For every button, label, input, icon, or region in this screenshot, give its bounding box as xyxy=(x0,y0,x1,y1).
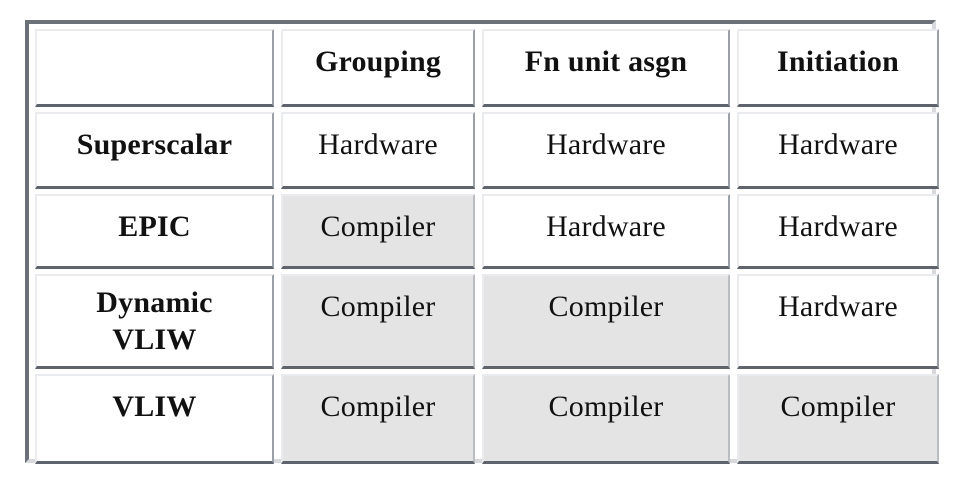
data-cell-superscalar-initiation: Hardware xyxy=(737,112,939,189)
data-cell-dynamic-vliw-fn-unit-asgn: Compiler xyxy=(482,274,730,369)
data-cell-container: Compiler xyxy=(479,272,734,372)
header-cell-grouping-container: Grouping xyxy=(278,27,479,110)
data-cell-value: Compiler xyxy=(320,290,436,323)
column-header-label: Fn unit asgn xyxy=(524,45,688,78)
table-row: Superscalar Hardware Hardware xyxy=(32,110,943,192)
data-cell-epic-fn-unit-asgn: Hardware xyxy=(482,194,730,269)
data-cell-value: Hardware xyxy=(546,210,666,243)
comparison-table-frame: Grouping Fn unit asgn Initiation xyxy=(25,20,939,464)
data-cell-value: Hardware xyxy=(318,128,438,161)
table-header-row: Grouping Fn unit asgn Initiation xyxy=(32,27,943,110)
comparison-table-inner: Grouping Fn unit asgn Initiation xyxy=(32,27,939,464)
table-row: EPIC Compiler Hardware xyxy=(32,192,943,272)
data-cell-value: Compiler xyxy=(548,390,664,423)
data-cell-value: Compiler xyxy=(548,290,664,323)
header-cell-initiation: Initiation xyxy=(737,29,939,107)
row-header-vliw-container: VLIW xyxy=(32,372,278,467)
row-header-label: VLIW xyxy=(112,390,197,423)
data-cell-dynamic-vliw-initiation: Hardware xyxy=(737,274,939,369)
data-cell-container: Hardware xyxy=(734,110,943,192)
data-cell-value: Hardware xyxy=(778,210,898,243)
corner-label xyxy=(37,31,272,44)
header-cell-grouping: Grouping xyxy=(281,29,475,107)
data-cell-vliw-initiation: Compiler xyxy=(737,374,939,464)
column-header-label: Grouping xyxy=(314,45,442,78)
data-cell-vliw-fn-unit-asgn: Compiler xyxy=(482,374,730,464)
data-cell-container: Hardware xyxy=(479,192,734,272)
data-cell-value: Compiler xyxy=(320,390,436,423)
data-cell-dynamic-vliw-grouping: Compiler xyxy=(281,274,475,369)
data-cell-epic-initiation: Hardware xyxy=(737,194,939,269)
data-cell-superscalar-grouping: Hardware xyxy=(281,112,475,189)
data-cell-container: Compiler xyxy=(278,372,479,467)
data-cell-container: Compiler xyxy=(278,272,479,372)
row-header-label-line1: Dynamic xyxy=(96,286,213,319)
data-cell-container: Hardware xyxy=(734,272,943,372)
table-row: VLIW Compiler Compiler xyxy=(32,372,943,467)
data-cell-container: Hardware xyxy=(278,110,479,192)
data-cell-value: Hardware xyxy=(778,290,898,323)
data-cell-value: Compiler xyxy=(780,390,896,423)
data-cell-container: Compiler xyxy=(479,372,734,467)
corner-cell-container xyxy=(32,27,278,110)
data-cell-container: Compiler xyxy=(278,192,479,272)
data-cell-container: Hardware xyxy=(479,110,734,192)
row-header-superscalar: Superscalar xyxy=(35,112,274,189)
row-header-epic: EPIC xyxy=(35,194,274,269)
row-header-vliw: VLIW xyxy=(35,374,274,464)
header-cell-initiation-container: Initiation xyxy=(734,27,943,110)
data-cell-superscalar-fn-unit-asgn: Hardware xyxy=(482,112,730,189)
corner-cell xyxy=(35,29,274,107)
data-cell-vliw-grouping: Compiler xyxy=(281,374,475,464)
data-cell-value: Compiler xyxy=(320,210,436,243)
row-header-epic-container: EPIC xyxy=(32,192,278,272)
data-cell-value: Hardware xyxy=(778,128,898,161)
row-header-label: EPIC xyxy=(118,210,191,243)
row-header-superscalar-container: Superscalar xyxy=(32,110,278,192)
data-cell-container: Hardware xyxy=(734,192,943,272)
comparison-table: Grouping Fn unit asgn Initiation xyxy=(32,27,943,467)
data-cell-container: Compiler xyxy=(734,372,943,467)
header-cell-fn-unit-asgn: Fn unit asgn xyxy=(482,29,730,107)
data-cell-epic-grouping: Compiler xyxy=(281,194,475,269)
column-header-label: Initiation xyxy=(776,45,900,78)
row-header-label: Superscalar xyxy=(76,128,233,161)
row-header-label-line2: VLIW xyxy=(112,322,197,356)
data-cell-value: Hardware xyxy=(546,128,666,161)
header-cell-fn-unit-asgn-container: Fn unit asgn xyxy=(479,27,734,110)
